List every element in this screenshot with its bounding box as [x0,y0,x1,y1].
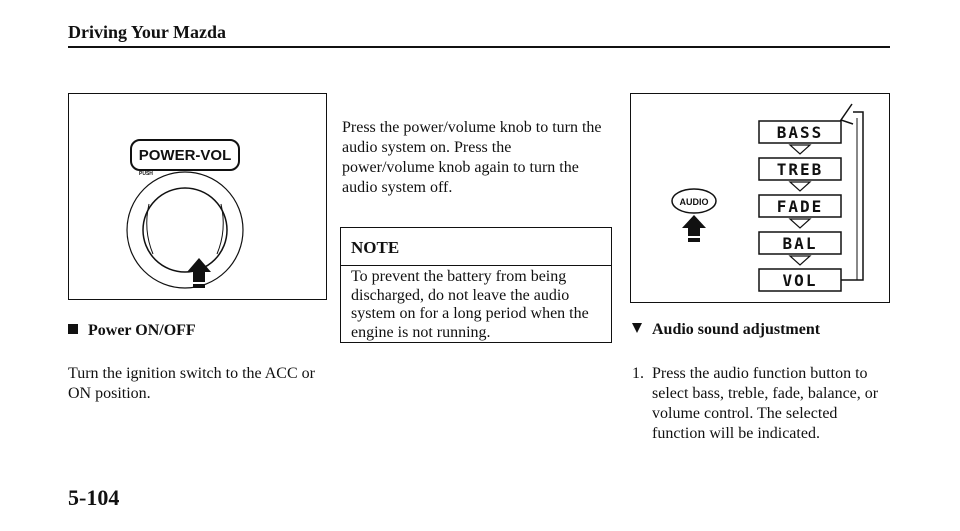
down-arrow-icon [788,144,812,155]
svg-text:BASS: BASS [777,123,824,142]
down-arrow-icon [788,181,812,192]
header-divider [68,46,890,48]
svg-text:TREB: TREB [777,160,824,179]
svg-text:VOL: VOL [783,271,818,290]
power-onoff-instruction: Turn the ignition switch to the ACC or O… [68,365,315,402]
note-body: To prevent the battery from being discha… [351,268,589,341]
square-bullet-icon [68,324,78,334]
audio-adjust-caption: Audio sound adjustment [632,321,820,339]
push-arrow-icon [682,215,706,242]
power-knob-figure: POWER-VOL PUSH [68,93,327,300]
audio-button [671,188,717,214]
knob-outer-ring [126,171,244,289]
push-arrow-icon [187,258,211,288]
knob-inner-circle [142,187,228,273]
power-onoff-caption: Power ON/OFF [68,322,196,340]
power-knob-instruction: Press the power/volume knob to turn the … [342,119,602,196]
knob-label-plate [130,139,240,171]
return-loop-arrow [839,103,864,281]
down-arrow-icon [788,218,812,229]
display-fade: FADE [758,194,842,218]
audio-button-label: AUDIO [680,197,709,207]
page-header-title: Driving Your Mazda [68,22,227,42]
audio-adjust-figure: AUDIO BASS TREB FADE BAL VOL [630,93,890,303]
step-1-text: Press the audio function button to selec… [652,365,879,442]
display-treble: TREB [758,157,842,181]
audio-adjust-caption-text: Audio sound adjustment [652,321,821,338]
power-onoff-caption-text: Power ON/OFF [88,322,196,339]
display-balance: BAL [758,231,842,255]
power-knob-illustration: POWER-VOL PUSH [126,139,244,289]
page-number: 5-104 [68,485,120,510]
note-box: NOTE To prevent the battery from being d… [340,227,612,343]
down-arrow-icon [788,255,812,266]
note-title: NOTE [341,228,611,266]
triangle-bullet-icon [632,323,642,333]
knob-sublabel: PUSH [139,171,153,177]
svg-text:BAL: BAL [783,234,818,253]
display-volume: VOL [758,268,842,292]
audio-adjust-illustration: AUDIO BASS TREB FADE BAL VOL [671,103,864,292]
step-number: 1. [632,365,644,382]
display-bass: BASS [758,120,842,144]
svg-text:FADE: FADE [777,197,824,216]
knob-label: POWER-VOL [139,147,232,164]
